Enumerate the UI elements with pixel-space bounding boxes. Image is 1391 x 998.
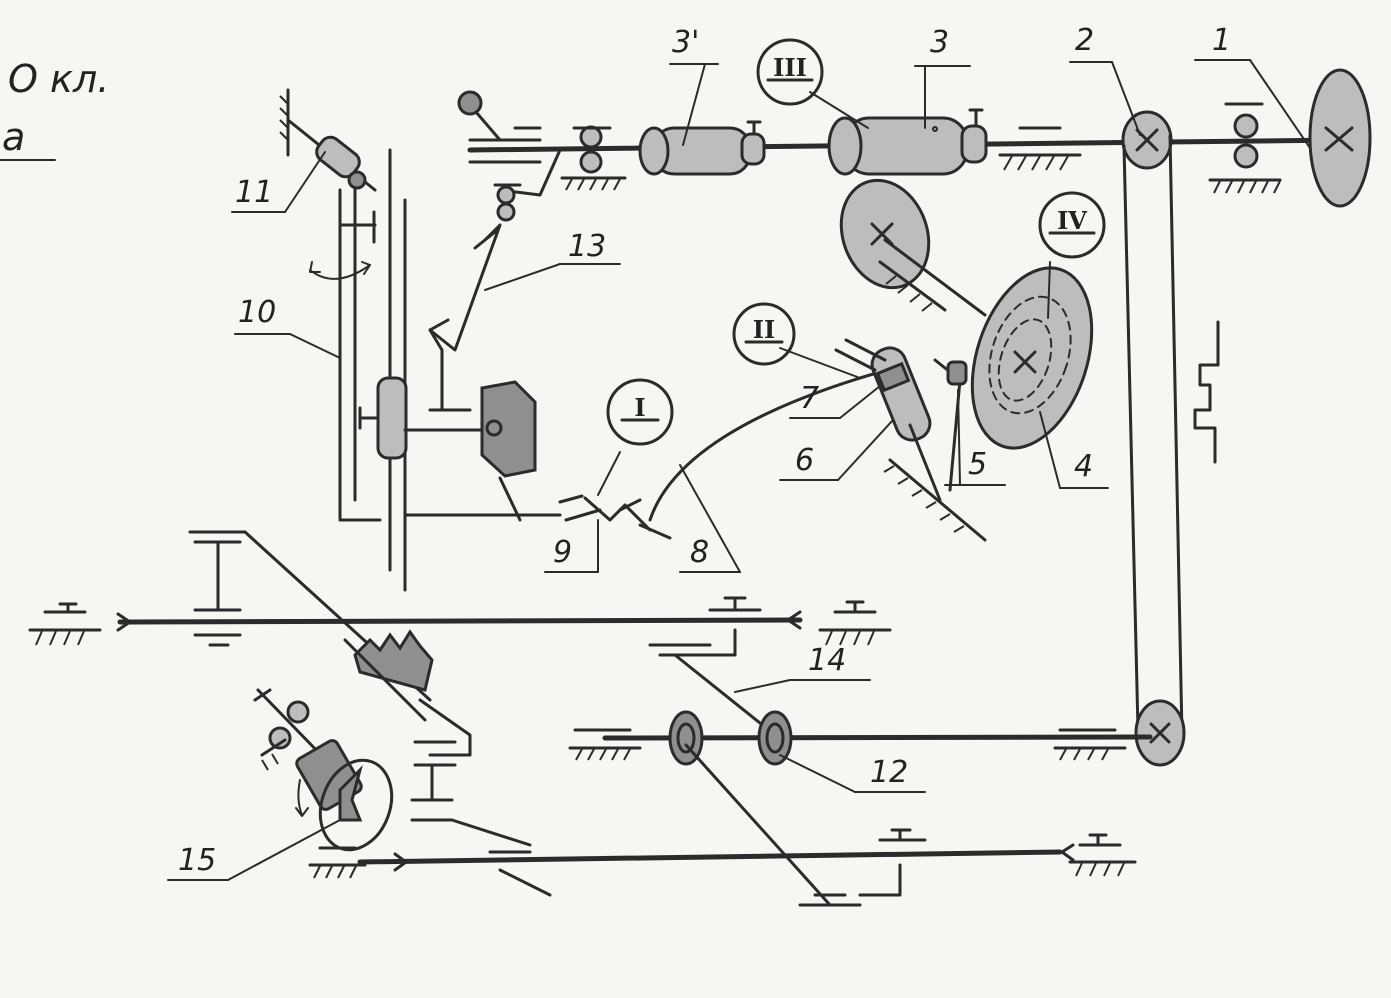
roman-IV: IV — [1038, 191, 1106, 259]
label-8: 8 — [690, 535, 709, 570]
clutch-stack — [410, 698, 552, 897]
bearing-shaft-right — [998, 126, 1082, 171]
label-1: 1 — [1212, 23, 1231, 58]
chain-tensioner — [1193, 320, 1220, 464]
bearing-1 — [1208, 102, 1282, 194]
pushrod-14 — [648, 596, 777, 737]
chain-sprocket-lower — [1134, 699, 1186, 767]
sprocket-2 — [1121, 110, 1173, 170]
roman-II-text: II — [753, 315, 775, 344]
cam-12-left — [668, 710, 704, 766]
disk-upper — [839, 178, 987, 317]
label-10: 10 — [238, 295, 276, 330]
roman-III-text: III — [773, 53, 807, 82]
label-3-prime: 3' — [672, 25, 699, 60]
label-6: 6 — [795, 443, 814, 478]
label-3: 3 — [930, 25, 949, 60]
column-10 — [309, 148, 407, 592]
label-9: 9 — [553, 535, 572, 570]
cam-link-lower — [684, 743, 862, 907]
label-12: 12 — [870, 755, 908, 790]
cam-15 — [253, 688, 394, 852]
gear-pair-bottom — [858, 828, 927, 897]
label-11: 11 — [235, 175, 273, 210]
label-4: 4 — [1074, 449, 1093, 484]
lever-5 — [883, 358, 987, 542]
lower-shaft — [568, 728, 1153, 761]
corner-subtitle: а — [2, 115, 25, 159]
middle-shaft-left-bearing — [28, 602, 102, 646]
label-15: 15 — [178, 843, 216, 878]
chain-drive — [1122, 134, 1184, 737]
rod-13 — [428, 223, 502, 412]
middle-shaft-right-bearing — [818, 600, 892, 646]
bearing-top-left — [560, 125, 627, 191]
middle-shaft — [116, 610, 803, 632]
roman-IV-text: IV — [1057, 206, 1087, 235]
roller-6 — [834, 338, 942, 502]
label-2: 2 — [1075, 23, 1094, 58]
cam-12-right — [757, 710, 793, 766]
label-14: 14 — [808, 643, 846, 678]
bottom-shaft — [308, 833, 1137, 879]
cable-8 — [648, 370, 882, 522]
leader-lines — [167, 59, 1311, 881]
roman-II: II — [732, 302, 796, 366]
roman-III: III — [756, 38, 824, 106]
label-13: 13 — [568, 229, 606, 264]
roman-I-text: I — [634, 393, 645, 422]
mount-11 — [279, 88, 377, 192]
pulley-1 — [1308, 68, 1372, 208]
label-5: 5 — [968, 447, 987, 482]
rack-sawtooth — [343, 629, 434, 722]
disk-4 — [970, 266, 1094, 450]
cylinder-3-prime — [638, 120, 766, 176]
handle-lever — [457, 90, 562, 222]
cylinder-3 — [827, 108, 988, 176]
roman-I: I — [606, 378, 674, 446]
corner-title: О кл. — [8, 57, 109, 101]
coupling-9 — [558, 494, 672, 540]
coupling-vertical — [358, 376, 408, 460]
label-7: 7 — [800, 381, 819, 416]
bracket-block — [403, 380, 562, 522]
